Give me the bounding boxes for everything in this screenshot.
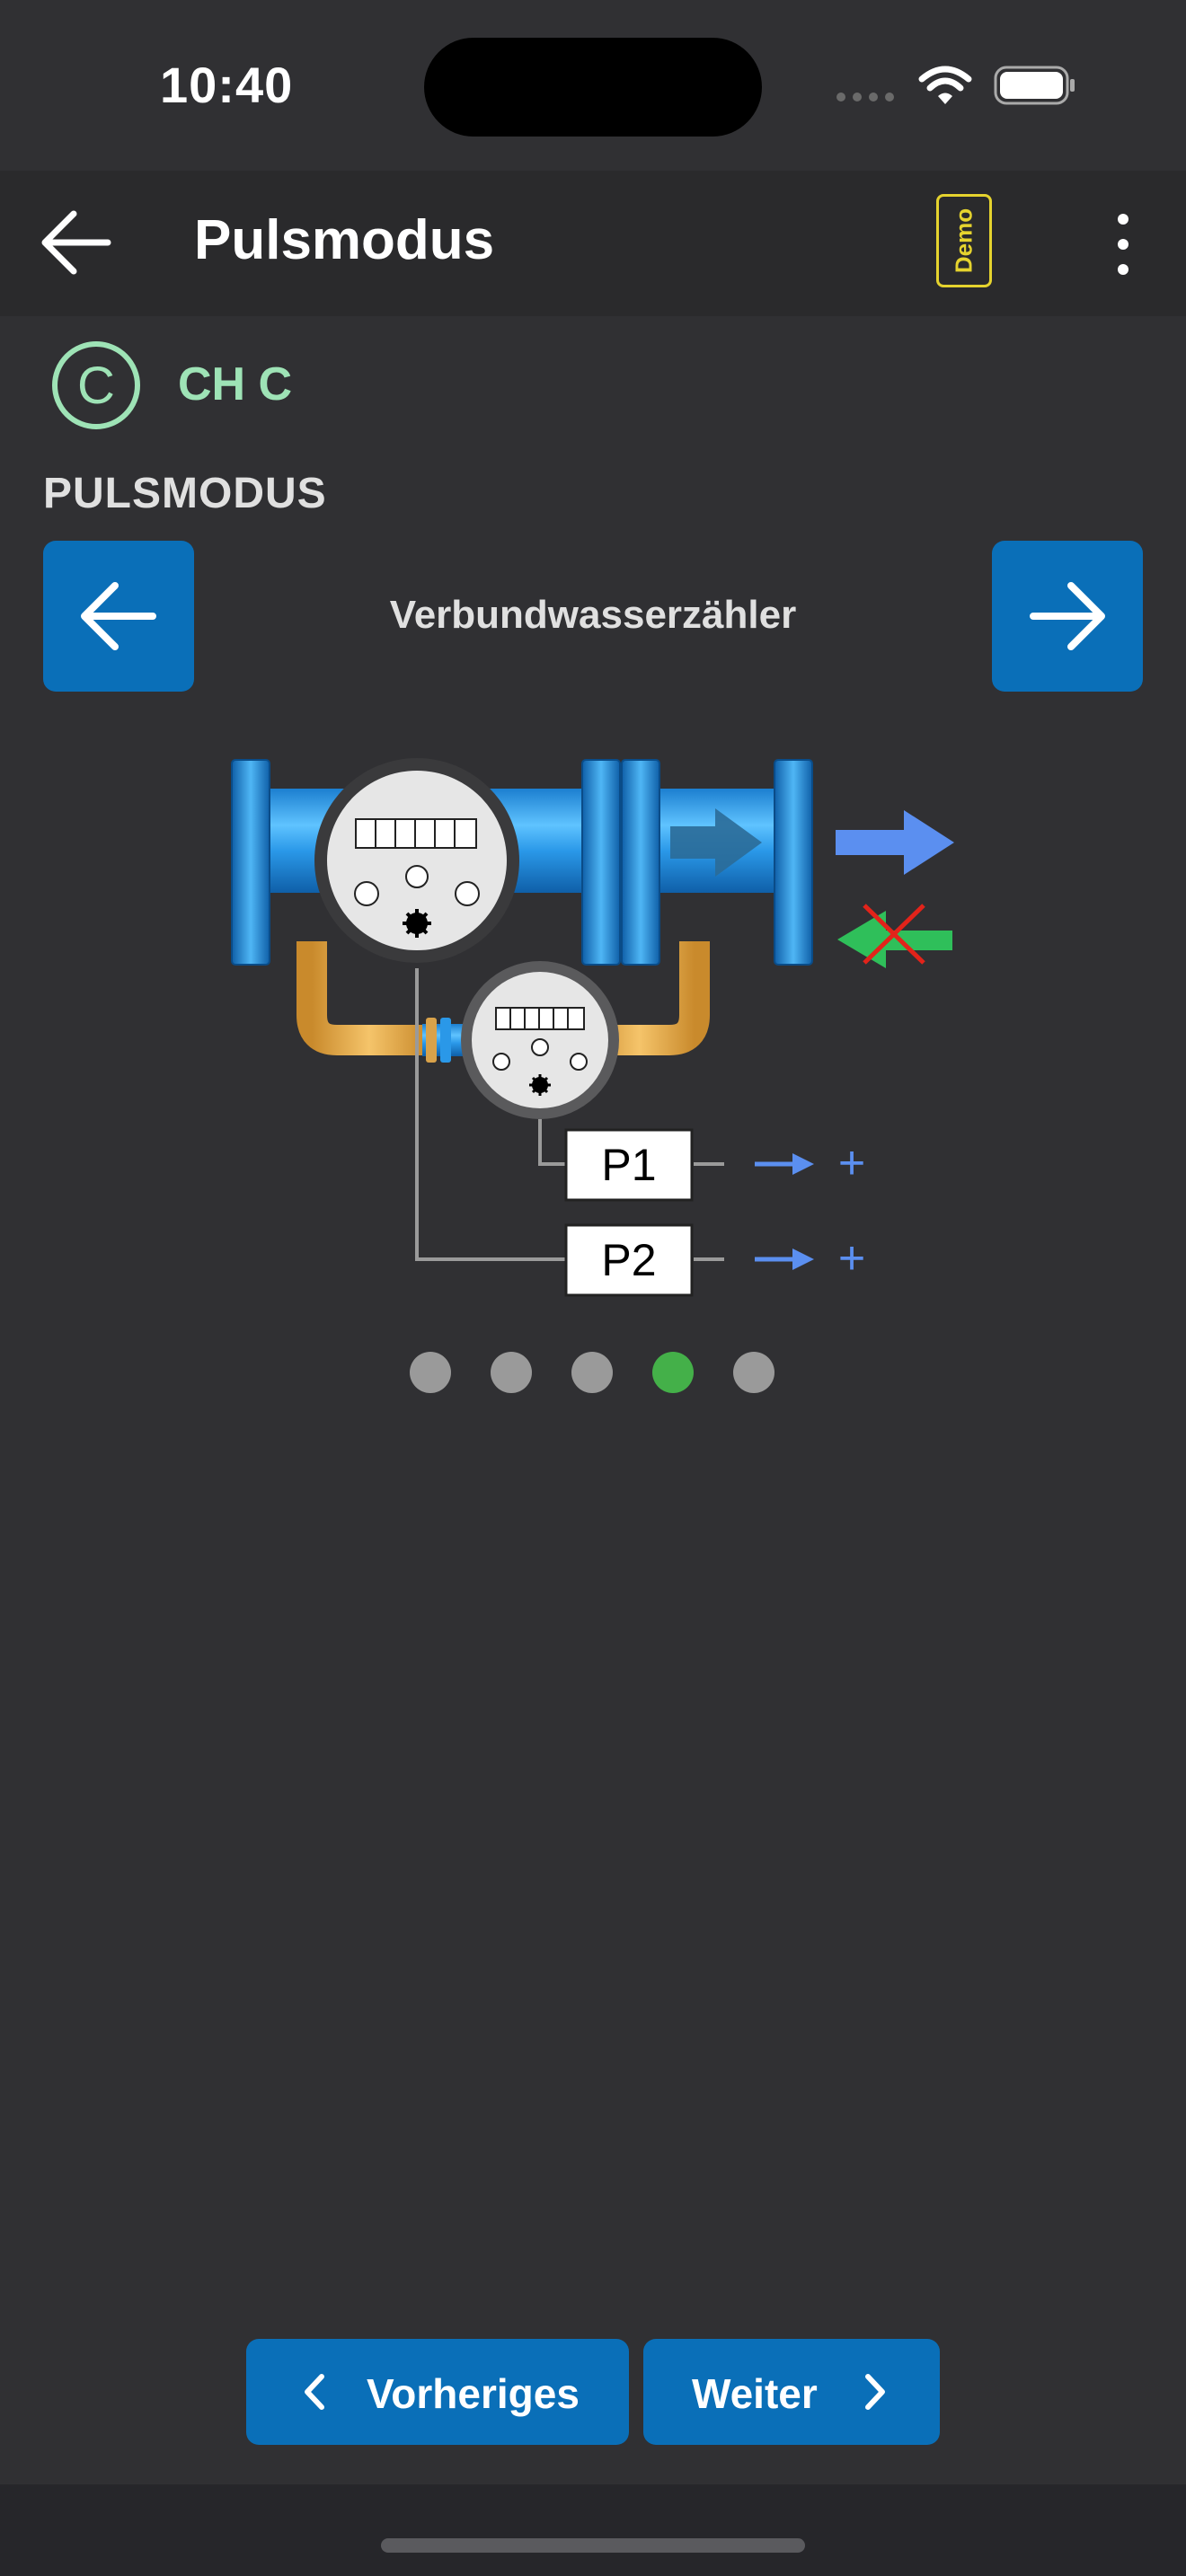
signal-lines	[415, 968, 724, 1261]
forward-flow-arrow-icon	[836, 810, 954, 875]
arrow-left-icon	[81, 582, 156, 650]
back-button[interactable]	[32, 198, 122, 287]
page-dot[interactable]	[733, 1352, 774, 1393]
previous-mode-button[interactable]	[43, 541, 194, 692]
chevron-right-icon	[865, 2374, 885, 2410]
mode-name: Verbundwasserzähler	[389, 593, 797, 637]
signal-icon	[836, 93, 894, 101]
dynamic-island	[424, 38, 762, 137]
output-p1-label: P1	[601, 1140, 656, 1190]
channel-icon-letter: C	[77, 357, 115, 415]
reverse-flow-blocked-icon	[837, 904, 952, 968]
section-title: PULSMODUS	[43, 470, 327, 517]
more-options-button[interactable]	[1098, 210, 1148, 278]
channel-c-icon: C	[52, 341, 140, 429]
page-dot[interactable]	[571, 1352, 613, 1393]
output-p1-plus: +	[838, 1137, 865, 1189]
output-p1: P1	[564, 1128, 694, 1202]
chevron-left-icon	[305, 2374, 324, 2410]
channel-label: CH C	[178, 358, 293, 410]
previous-button-label: Vorheriges	[367, 2370, 580, 2417]
page-dot-active[interactable]	[652, 1352, 694, 1393]
bottom-safe-area	[0, 2484, 1186, 2576]
output-p2: P2	[564, 1223, 694, 1297]
wifi-icon	[918, 66, 972, 104]
flow-direction-icon	[670, 808, 762, 877]
next-mode-button[interactable]	[992, 541, 1143, 692]
output-p2-label: P2	[601, 1235, 656, 1285]
next-button[interactable]: Weiter	[643, 2339, 940, 2445]
next-button-label: Weiter	[692, 2370, 818, 2417]
bypass-meter-icon	[461, 961, 619, 1119]
arrow-right-icon	[1030, 582, 1105, 650]
output-p1-arrow-icon	[755, 1153, 814, 1175]
page-dot[interactable]	[410, 1352, 451, 1393]
page-title: Pulsmodus	[194, 209, 495, 271]
compound-water-meter-diagram: P1 P2 + +	[225, 754, 961, 1311]
output-p2-plus: +	[838, 1232, 865, 1284]
demo-badge: Demo	[936, 194, 992, 287]
home-indicator[interactable]	[381, 2538, 805, 2553]
status-bar: 10:40	[0, 0, 1186, 171]
demo-badge-label: Demo	[950, 207, 978, 274]
status-time: 10:40	[160, 57, 294, 113]
page-dot[interactable]	[491, 1352, 532, 1393]
battery-icon	[994, 66, 1075, 105]
app-bar: Pulsmodus Demo	[0, 171, 1186, 316]
output-p2-arrow-icon	[755, 1248, 814, 1270]
status-icons	[836, 63, 1087, 108]
previous-button[interactable]: Vorheriges	[246, 2339, 629, 2445]
main-meter-icon	[314, 758, 519, 963]
arrow-left-icon	[41, 210, 111, 275]
pagination-dots	[410, 1352, 778, 1393]
